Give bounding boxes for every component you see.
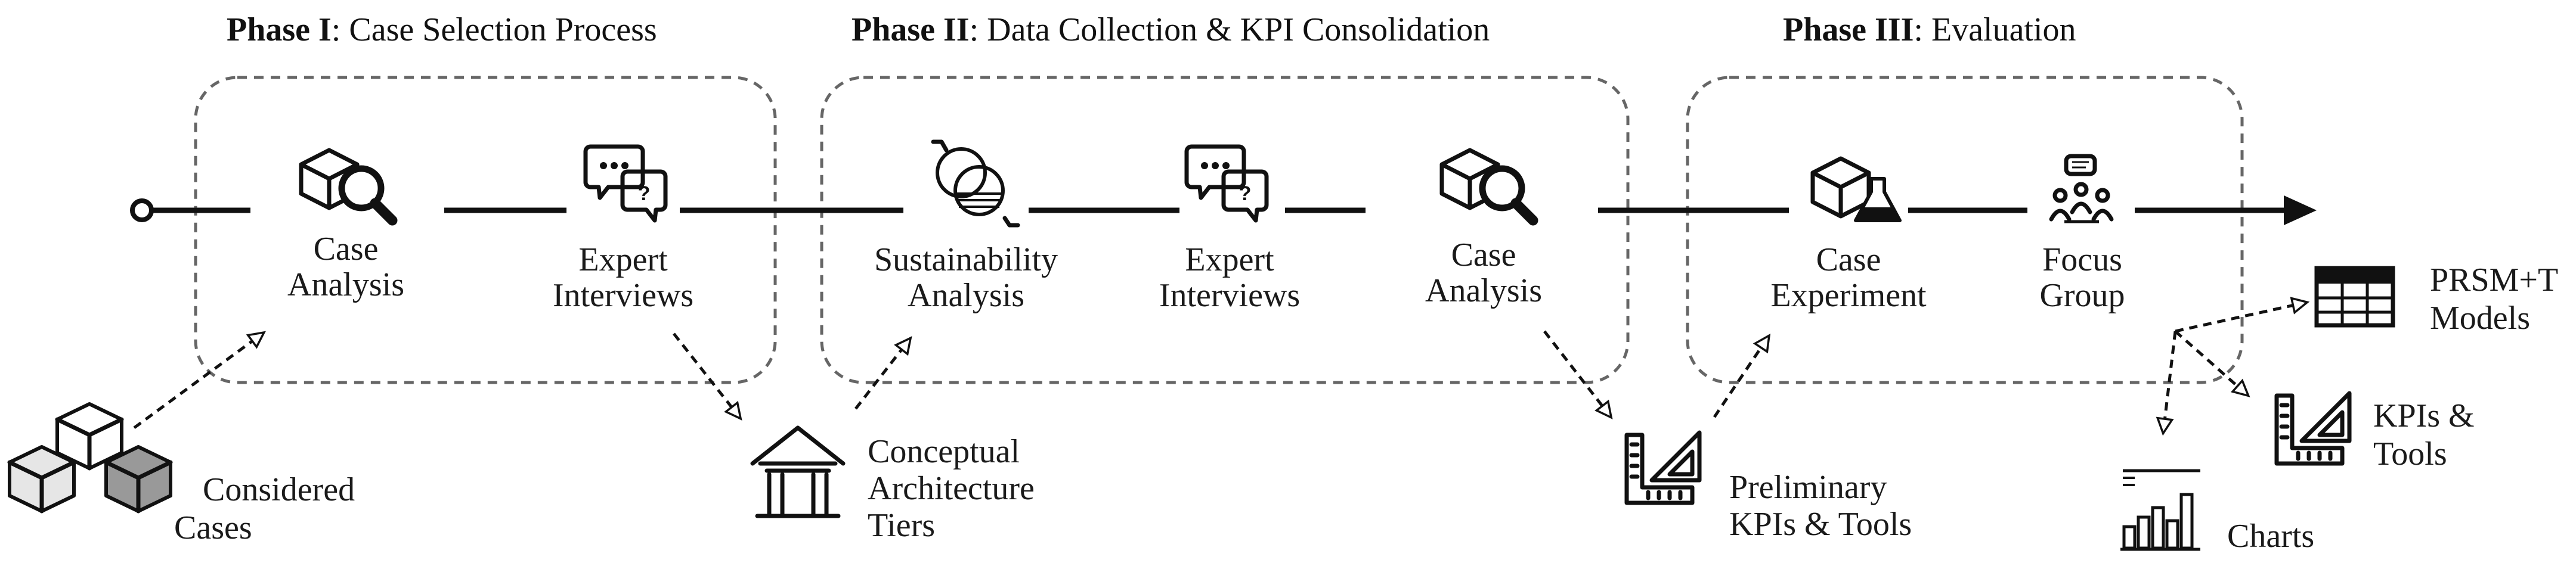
table-icon <box>2314 266 2395 328</box>
artifact-charts: Charts <box>2120 469 2314 555</box>
artifact-kpis-tools: KPIs &Tools <box>2274 391 2475 472</box>
svg-text:Charts: Charts <box>2227 518 2314 555</box>
speech-bubbles-icon: ? <box>583 144 668 223</box>
cube-magnifier-icon <box>1439 148 1538 226</box>
timeline <box>130 195 2317 225</box>
phase-2-box <box>820 76 1630 384</box>
phase-3-heading: Phase III: Evaluation <box>1783 11 2076 48</box>
phase-2-heading: Phase II: Data Collection & KPI Consolid… <box>852 11 1490 48</box>
arrow-cases-to-analysis <box>133 331 266 430</box>
timeline-start-icon <box>130 198 154 222</box>
svg-text:?: ? <box>638 182 651 205</box>
arrow-focus-to-kpis <box>2174 330 2250 397</box>
arrow-kpis-to-experiment <box>1713 333 1771 418</box>
pavilion-icon <box>750 425 846 518</box>
focus-group-icon <box>2049 154 2114 223</box>
phase-1-box <box>194 76 777 384</box>
cube-flask-icon <box>1810 156 1902 222</box>
cube-magnifier-icon <box>299 148 398 226</box>
stacked-cubes-icon <box>7 402 173 514</box>
speech-bubbles-icon: ? <box>1184 144 1269 223</box>
svg-text:KPIs &Tools: KPIs &Tools <box>2373 397 2475 472</box>
arrow-analysis-to-kpis <box>1543 330 1613 419</box>
ruler-triangle-icon <box>1624 430 1702 505</box>
phase-1-heading: Phase I: Case Selection Process <box>227 11 657 48</box>
flow-arrows <box>133 297 2310 436</box>
svg-text:?: ? <box>1239 182 1252 205</box>
arrow-architecture-to-sustainability <box>854 336 912 410</box>
arrow-focus-to-models <box>2175 297 2310 333</box>
ruler-triangle-icon <box>2274 391 2352 466</box>
timeline-arrow-icon <box>2284 195 2317 225</box>
arrow-interviews-to-architecture <box>673 332 742 421</box>
bar-chart-icon <box>2120 469 2200 551</box>
phase-3-box <box>1686 76 2244 384</box>
arrow-focus-to-charts <box>2156 331 2177 436</box>
venn-sustainability-icon <box>931 139 1020 228</box>
